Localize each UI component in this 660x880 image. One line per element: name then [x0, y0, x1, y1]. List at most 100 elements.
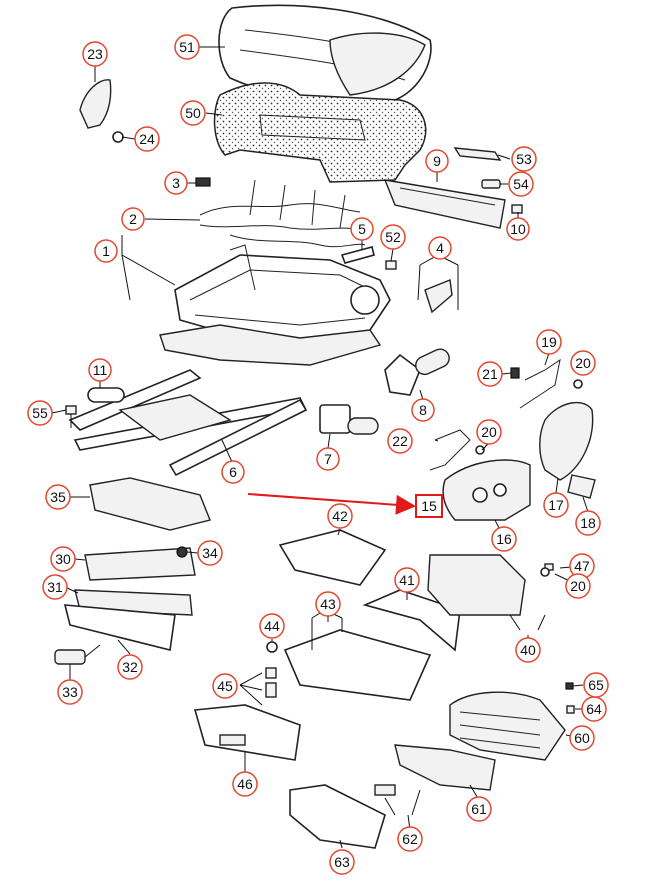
callout-22: 22 [387, 428, 413, 454]
label-5: 5 [358, 221, 366, 237]
svg-text:64: 64 [586, 701, 602, 717]
highlight-arrow [247, 493, 416, 515]
part-33-switch [54, 644, 101, 665]
part-23-bracket [79, 79, 112, 129]
svg-text:31: 31 [47, 579, 63, 595]
label-2: 2 [129, 211, 137, 227]
callout-17: 17 [543, 492, 569, 518]
callout-23: 23 [82, 41, 108, 67]
label-6: 6 [229, 464, 237, 480]
part-34-grommet [176, 546, 188, 558]
svg-text:23: 23 [87, 46, 103, 62]
part-7-motor [319, 404, 379, 435]
callout-19: 19 [536, 329, 562, 355]
svg-text:61: 61 [471, 801, 487, 817]
seat-springs-part [199, 179, 366, 248]
svg-text:22: 22 [392, 433, 408, 449]
part-24-screw [112, 131, 124, 143]
callout-50: 50 [180, 100, 206, 126]
part-46-trim [193, 704, 301, 761]
svg-text:20: 20 [481, 424, 497, 440]
callout-46: 46 [232, 771, 258, 797]
part-35-pad [89, 477, 211, 531]
plain-labels: 1 2 3 4 5 6 7 8 9 10 11 [88, 149, 530, 484]
part-10-screw [511, 204, 523, 214]
svg-text:60: 60 [574, 730, 590, 746]
callout-33: 33 [57, 679, 83, 705]
part-30-plate [84, 547, 196, 581]
callout-63: 63 [329, 849, 355, 875]
callout-41: 41 [394, 567, 420, 593]
part-8-motor [384, 348, 450, 396]
callout-35: 35 [45, 484, 71, 510]
svg-text:41: 41 [399, 572, 415, 588]
part-60-cover [449, 691, 566, 761]
label-4: 4 [436, 240, 444, 256]
callout-24: 24 [134, 126, 160, 152]
part-52-screw [385, 260, 397, 270]
svg-text:19: 19 [541, 334, 557, 350]
label-9: 9 [433, 153, 441, 169]
highlighted-callout-15: 15 [415, 494, 443, 518]
seat-cover-part [218, 4, 432, 104]
callout-60: 60 [569, 725, 595, 751]
label-7: 7 [324, 451, 332, 467]
svg-text:35: 35 [50, 489, 66, 505]
label-8: 8 [419, 402, 427, 418]
svg-text:34: 34 [202, 545, 218, 561]
seat-foam-part [213, 82, 427, 183]
svg-text:18: 18 [580, 515, 596, 531]
svg-text:44: 44 [264, 618, 280, 634]
part-32-trim [63, 604, 176, 651]
svg-text:20: 20 [575, 355, 591, 371]
part-53-clip [453, 147, 502, 161]
callout-20c: 20 [565, 573, 591, 599]
part-21-clip [510, 367, 520, 379]
callout-31: 31 [42, 574, 68, 600]
callout-44: 44 [259, 613, 285, 639]
callout-47: 47 [569, 553, 595, 579]
part-18-cap [567, 474, 596, 499]
svg-text:30: 30 [55, 551, 71, 567]
part-9-trim [383, 179, 506, 229]
callout-65: 65 [583, 672, 609, 698]
callout-21: 21 [477, 361, 503, 387]
svg-text:65: 65 [588, 677, 604, 693]
svg-text:17: 17 [548, 497, 564, 513]
part-54-clip [481, 179, 501, 189]
label-1: 1 [102, 243, 110, 259]
part-62-fastener [374, 784, 421, 816]
part-5-rod [340, 246, 375, 264]
callout-64: 64 [581, 696, 607, 722]
label-10: 10 [510, 221, 526, 237]
part-22-cable [429, 429, 471, 471]
part-65-clip [565, 682, 574, 690]
callout-61: 61 [466, 796, 492, 822]
callouts: 16 17 18 19 20 21 22 23 24 30 31 32 33 3… [27, 34, 609, 875]
svg-text:32: 32 [122, 659, 138, 675]
callout-34: 34 [197, 540, 223, 566]
callout-18: 18 [575, 510, 601, 536]
part-19-cable [519, 358, 561, 409]
callout-42: 42 [327, 503, 353, 529]
callout-40: 40 [515, 637, 541, 663]
callout-53: 53 [511, 146, 537, 172]
svg-text:55: 55 [32, 405, 48, 421]
callout-32: 32 [117, 654, 143, 680]
svg-text:46: 46 [237, 776, 253, 792]
callout-51: 51 [174, 34, 200, 60]
seat-rails-part [68, 369, 308, 477]
svg-text:33: 33 [62, 684, 78, 700]
label-11: 11 [93, 362, 108, 378]
part-17-cover [539, 401, 594, 481]
callout-52: 52 [380, 224, 406, 250]
part-41-bracket [362, 589, 461, 652]
part-64-screw [566, 705, 575, 714]
svg-text:21: 21 [482, 366, 498, 382]
part-16-side-panel [442, 459, 531, 521]
callout-43: 43 [315, 591, 341, 617]
seat-frame-part [159, 244, 391, 366]
part-3-clip [195, 177, 211, 187]
